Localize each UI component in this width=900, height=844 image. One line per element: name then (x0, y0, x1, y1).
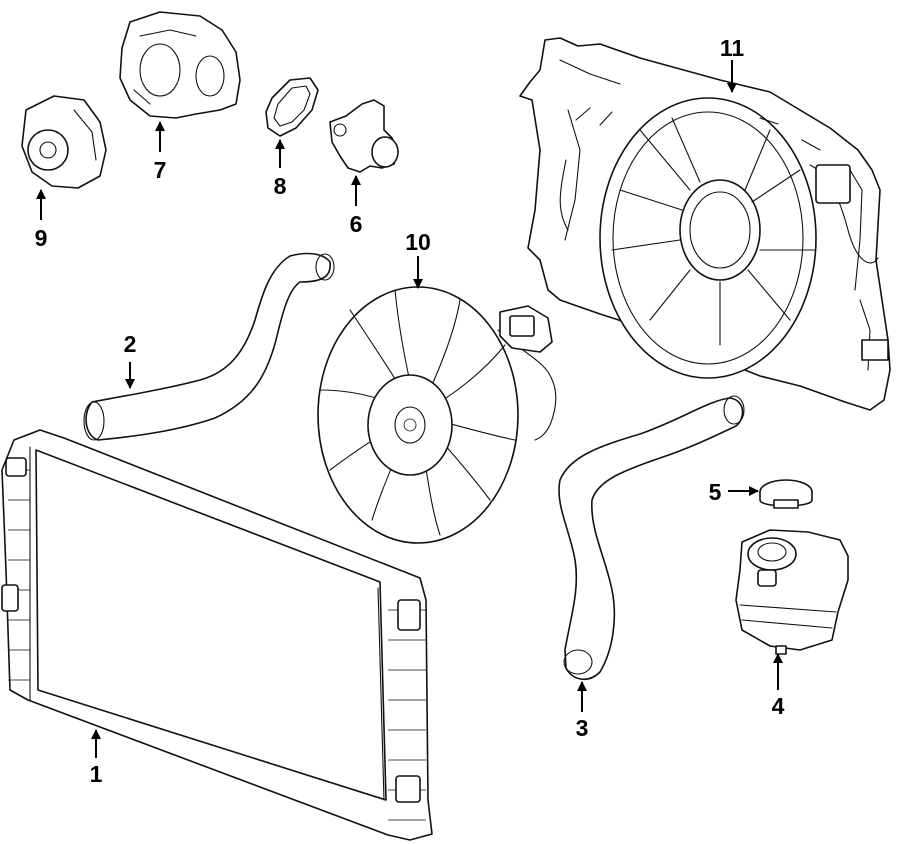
svg-text:7: 7 (154, 157, 167, 183)
lower-radiator-hose[interactable] (558, 395, 745, 680)
callout-7: 7 (154, 121, 167, 183)
water-outlet-housing[interactable] (119, 11, 241, 119)
fan-shroud[interactable] (519, 37, 891, 411)
callout-1: 1 (90, 729, 103, 787)
callout-2: 2 (124, 331, 137, 389)
thermostat-housing[interactable] (329, 99, 399, 173)
callout-3: 3 (576, 681, 589, 741)
svg-text:1: 1 (90, 761, 103, 787)
svg-text:9: 9 (35, 225, 48, 251)
callout-9: 9 (35, 189, 48, 251)
gasket[interactable] (265, 77, 319, 137)
svg-text:2: 2 (124, 331, 137, 357)
svg-text:4: 4 (772, 693, 785, 719)
svg-text:8: 8 (274, 173, 287, 199)
coolant-reservoir[interactable] (735, 529, 849, 655)
svg-text:11: 11 (720, 35, 745, 61)
callout-6: 6 (350, 175, 363, 237)
svg-text:10: 10 (405, 229, 431, 255)
cooling-fan[interactable] (317, 286, 557, 544)
callout-5: 5 (709, 479, 759, 505)
radiator[interactable] (1, 429, 433, 841)
svg-text:3: 3 (576, 715, 589, 741)
callout-10: 10 (405, 229, 431, 289)
svg-text:6: 6 (350, 211, 363, 237)
callout-4: 4 (772, 653, 785, 719)
callout-8: 8 (274, 139, 287, 199)
water-pump[interactable] (21, 95, 107, 189)
svg-text:5: 5 (709, 479, 722, 505)
callout-11: 11 (720, 35, 745, 93)
reservoir-cap[interactable] (759, 479, 813, 509)
upper-radiator-hose[interactable] (83, 252, 335, 441)
